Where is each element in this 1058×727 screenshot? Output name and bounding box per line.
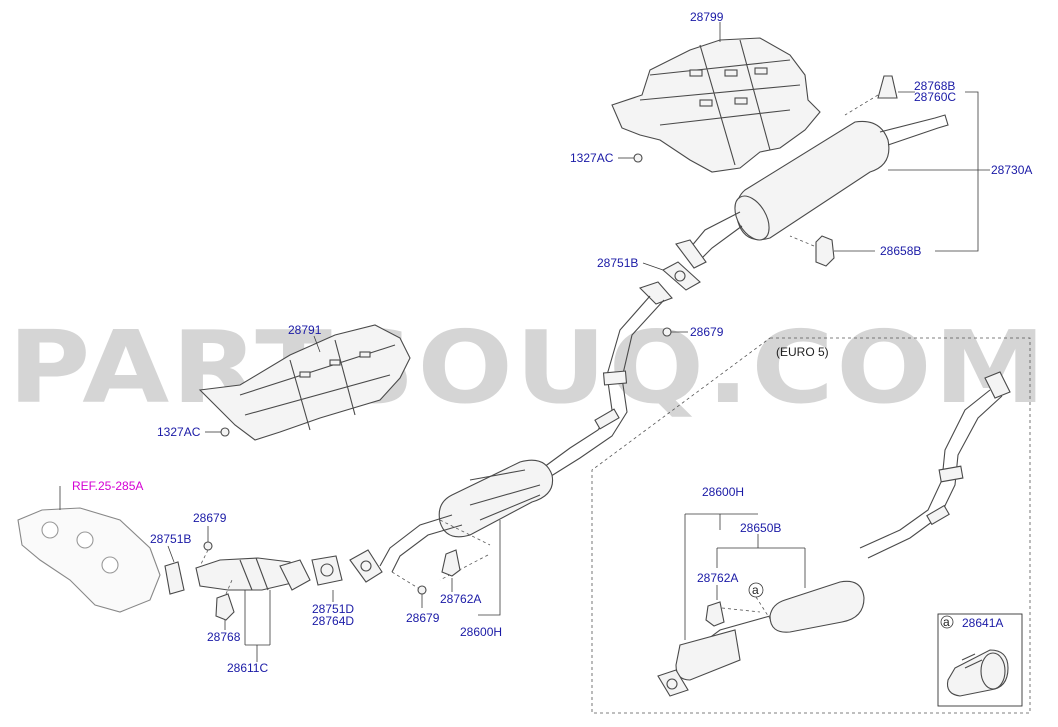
gasket-front-pipe[interactable] — [311, 555, 343, 586]
label-28764d[interactable]: 28764D — [312, 614, 354, 628]
gasket-top[interactable] — [662, 261, 701, 291]
pipe-clamp[interactable] — [946, 649, 1009, 697]
front-pipe-catalyst[interactable] — [195, 557, 311, 591]
label-28641a[interactable]: 28641A — [962, 616, 1003, 630]
inset-hanger[interactable] — [705, 601, 725, 627]
label-28600h-inset[interactable]: 28600H — [702, 485, 744, 499]
label-28768[interactable]: 28768 — [207, 630, 241, 644]
ref-label[interactable]: REF.25-285A — [72, 479, 143, 493]
rubber-hanger-front[interactable] — [215, 593, 235, 621]
label-28760c[interactable]: 28760C — [914, 90, 956, 104]
label-28679-low[interactable]: 28679 — [406, 611, 440, 625]
rubber-hanger-top[interactable] — [877, 75, 898, 99]
heat-shield-front[interactable] — [198, 324, 411, 441]
label-28751b-left[interactable]: 28751B — [150, 532, 191, 546]
label-28751b-top[interactable]: 28751B — [597, 256, 638, 270]
label-28650b[interactable]: 28650B — [740, 521, 781, 535]
nut-top[interactable] — [633, 153, 643, 163]
label-28768b[interactable]: 28768B — [914, 79, 955, 93]
label-28730a[interactable]: 28730A — [991, 163, 1032, 177]
nut-mid[interactable] — [662, 327, 672, 337]
nut-left[interactable] — [203, 541, 213, 551]
exhaust-manifold-ref — [17, 507, 161, 613]
label-1327ac-mid[interactable]: 1327AC — [157, 425, 201, 439]
rubber-hanger-center[interactable] — [441, 549, 461, 577]
heat-shield-rear[interactable] — [611, 37, 821, 173]
inset-border — [591, 337, 1031, 714]
inset-pipe-assembly[interactable] — [657, 371, 1011, 697]
nut-low[interactable] — [417, 585, 427, 595]
label-28679-mid[interactable]: 28679 — [690, 325, 724, 339]
label-28762a-inset[interactable]: 28762A — [697, 571, 738, 585]
callout-a-marker-letter: a — [752, 583, 759, 597]
callout-box-letter: a — [943, 615, 950, 629]
label-28679-left[interactable]: 28679 — [193, 511, 227, 525]
gasket-manifold[interactable] — [164, 561, 185, 595]
label-1327ac-top[interactable]: 1327AC — [570, 151, 614, 165]
watermark: PARTSOUQ.COM — [8, 309, 1048, 426]
label-28611c[interactable]: 28611C — [227, 661, 268, 675]
label-28751d[interactable]: 28751D — [312, 602, 354, 616]
label-28799[interactable]: 28799 — [690, 10, 724, 24]
nut-mid-left[interactable] — [220, 427, 230, 437]
label-28762a[interactable]: 28762A — [440, 592, 481, 606]
callout-box-letter-circle — [940, 615, 954, 629]
label-28658b[interactable]: 28658B — [880, 244, 921, 258]
center-muffler[interactable] — [349, 459, 554, 583]
intermediate-pipe[interactable] — [539, 281, 673, 479]
inset-title: (EURO 5) — [776, 345, 829, 359]
label-28791[interactable]: 28791 — [288, 323, 322, 337]
label-28600h[interactable]: 28600H — [460, 625, 502, 639]
rubber-hanger-right[interactable] — [815, 235, 835, 267]
rear-muffler[interactable] — [675, 114, 949, 269]
